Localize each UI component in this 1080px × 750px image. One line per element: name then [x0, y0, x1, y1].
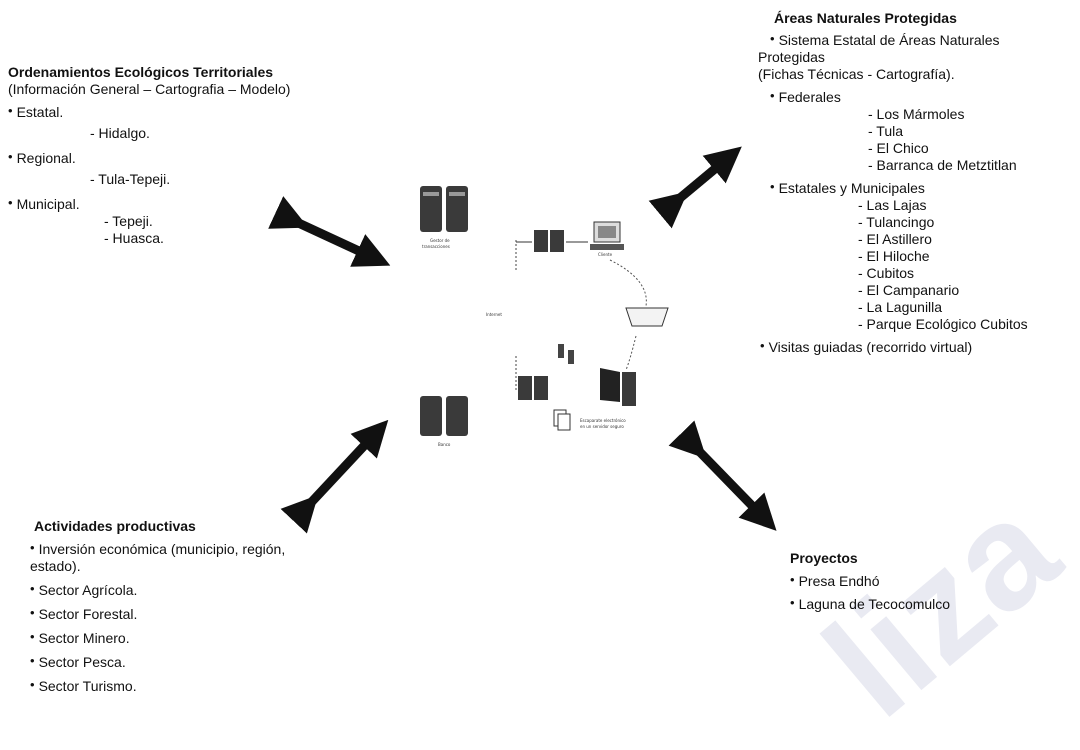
estatal-campanario: - El Campanario [858, 282, 960, 298]
actividades-inversion-l2: estado). [30, 558, 81, 574]
estatal-hiloche: - El Hiloche [858, 248, 930, 264]
ordenamientos-item-municipal: Municipal. [8, 196, 290, 213]
estatal-lajas: - Las Lajas [858, 197, 927, 213]
areas-item-sistema-l2: Protegidas [758, 49, 825, 65]
actividades-forestal: Sector Forestal. [30, 606, 285, 623]
bank-server-icon [420, 396, 468, 436]
actividades-inversion: Inversión económica (municipio, región, [30, 541, 286, 558]
ordenamientos-title: Ordenamientos Ecológicos Territoriales [8, 64, 274, 80]
gestor-label: Gestor de [430, 238, 450, 243]
actividades-agricola: Sector Agrícola. [30, 582, 285, 599]
network-diagram: Gestor de transacciones Cliente Internet… [420, 186, 669, 447]
ordenamientos-sub-hidalgo: - Hidalgo. [90, 125, 150, 141]
ordenamientos-sub-tula-tepeji: - Tula-Tepeji. [90, 171, 171, 187]
middle-server-icon [534, 230, 564, 252]
arrow-right-bottom [668, 420, 777, 531]
actividades-turismo: Sector Turismo. [30, 678, 285, 695]
proyectos-section: Proyectos Presa Endhó Laguna de Tecocomu… [790, 550, 950, 613]
transacciones-label: transacciones [422, 244, 450, 249]
areas-section: Áreas Naturales Protegidas Sistema Estat… [758, 10, 1028, 356]
actividades-title: Actividades productivas [34, 518, 196, 534]
arrow-right-top [648, 146, 742, 229]
actividades-pesca: Sector Pesca. [30, 654, 285, 671]
internet-label: Internet [486, 312, 502, 317]
cliente-label: Cliente [598, 252, 613, 257]
areas-item-sistema-l3: (Fichas Técnicas - Cartografía). [758, 66, 955, 82]
basket-icon [625, 307, 669, 327]
arrow-left-top [268, 196, 391, 267]
federal-marmoles: - Los Mármoles [868, 106, 965, 122]
proyecto-presa: Presa Endhó [790, 573, 950, 590]
device-icon [558, 344, 574, 364]
areas-title: Áreas Naturales Protegidas [774, 10, 957, 26]
federal-tula: - Tula [868, 123, 904, 139]
gestor-server-icon [420, 186, 468, 232]
estatal-astillero: - El Astillero [858, 231, 932, 247]
documents-icon [553, 409, 571, 431]
estatal-parque-cubitos: - Parque Ecológico Cubitos [858, 316, 1028, 332]
estatal-lagunilla: - La Lagunilla [858, 299, 943, 315]
ordenamientos-item-regional: Regional. [8, 150, 290, 167]
ordenamientos-sub-tepeji: - Tepeji. [104, 213, 153, 229]
escaparate-label-2: en un servidor seguro [580, 424, 624, 429]
actividades-section: Actividades productivas Inversión económ… [30, 518, 285, 695]
proyectos-title: Proyectos [790, 550, 858, 566]
actividades-minero: Sector Minero. [30, 630, 285, 647]
estatal-tulancingo: - Tulancingo [858, 214, 935, 230]
areas-item-visitas: Visitas guiadas (recorrido virtual) [758, 339, 1028, 356]
client-computer-icon [590, 221, 624, 250]
federal-chico: - El Chico [868, 140, 929, 156]
ordenamientos-subtitle: (Información General – Cartografia – Mod… [8, 81, 291, 97]
federal-metztitlan: - Barranca de Metztitlan [868, 157, 1017, 173]
arrow-left-bottom [280, 419, 389, 534]
store-server-icon [518, 368, 636, 406]
ordenamientos-item-estatal: Estatal. [8, 104, 290, 121]
escaparate-label-1: Escaparate electrónico [580, 418, 626, 423]
ordenamientos-section: Ordenamientos Ecológicos Territoriales (… [8, 64, 290, 247]
areas-item-estatales: Estatales y Municipales [758, 180, 1028, 197]
ordenamientos-sub-huasca: - Huasca. [104, 230, 164, 246]
estatal-cubitos: - Cubitos [858, 265, 915, 281]
proyecto-laguna: Laguna de Tecocomulco [790, 596, 951, 613]
areas-item-sistema: Sistema Estatal de Áreas Naturales [758, 32, 1028, 49]
areas-item-federales: Federales [758, 89, 1028, 106]
connector-arrows [268, 146, 777, 534]
banco-label: Banco [438, 442, 451, 447]
